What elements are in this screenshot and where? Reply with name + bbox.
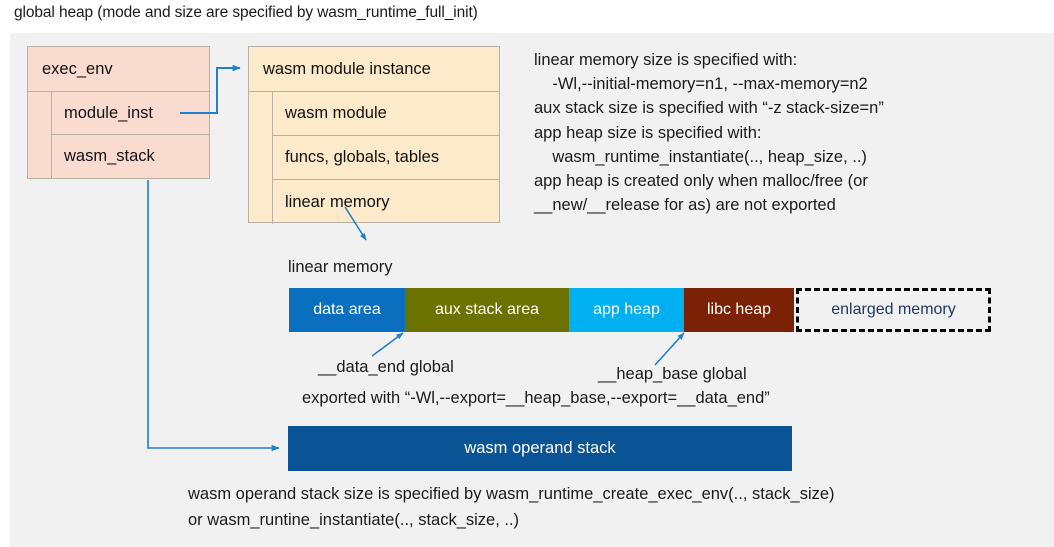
segment-data-area: data area — [289, 288, 405, 332]
segment-enlarged-memory: enlarged memory — [796, 288, 991, 332]
module-instance-header: wasm module instance — [249, 47, 499, 92]
module-instance-rowstack: wasm module funcs, globals, tables linea… — [273, 92, 499, 224]
segment-app-heap: app heap — [569, 288, 684, 332]
module-instance-row-wasm-module: wasm module — [273, 92, 499, 136]
linear-memory-bar: data area aux stack area app heap libc h… — [289, 288, 991, 332]
exec-env-rows: module_inst wasm_stack — [28, 92, 209, 178]
exec-env-row-module-inst: module_inst — [52, 92, 209, 135]
diagram-title: global heap (mode and size are specified… — [14, 4, 478, 21]
exec-env-gutter — [28, 92, 52, 178]
annotation-exported-with: exported with “-Wl,--export=__heap_base,… — [302, 389, 770, 407]
exec-env-header: exec_env — [28, 47, 209, 92]
segment-aux-stack-area: aux stack area — [405, 288, 569, 332]
linear-memory-bar-label: linear memory — [288, 258, 393, 276]
module-instance-gutter — [249, 92, 273, 224]
wasm-operand-stack-box: wasm operand stack — [288, 426, 792, 471]
linear-memory-note: linear memory size is specified with: -W… — [534, 51, 884, 215]
annotation-heap-base: __heap_base global — [598, 365, 747, 383]
module-instance-row-linear-memory: linear memory — [285, 192, 390, 211]
exec-env-row-wasm-stack: wasm_stack — [64, 147, 155, 165]
module-instance-row-funcs-globals-tables: funcs, globals, tables — [273, 136, 499, 180]
annotation-data-end: __data_end global — [318, 358, 454, 376]
exec-env-box: exec_env module_inst wasm_stack — [27, 46, 210, 179]
wasm-module-instance-box: wasm module instance wasm module funcs, … — [248, 46, 500, 224]
exec-env-rowstack: module_inst wasm_stack — [52, 92, 209, 178]
module-instance-rows: wasm module funcs, globals, tables linea… — [249, 92, 499, 224]
operand-stack-note: wasm operand stack size is specified by … — [188, 485, 835, 529]
segment-libc-heap: libc heap — [684, 288, 794, 332]
